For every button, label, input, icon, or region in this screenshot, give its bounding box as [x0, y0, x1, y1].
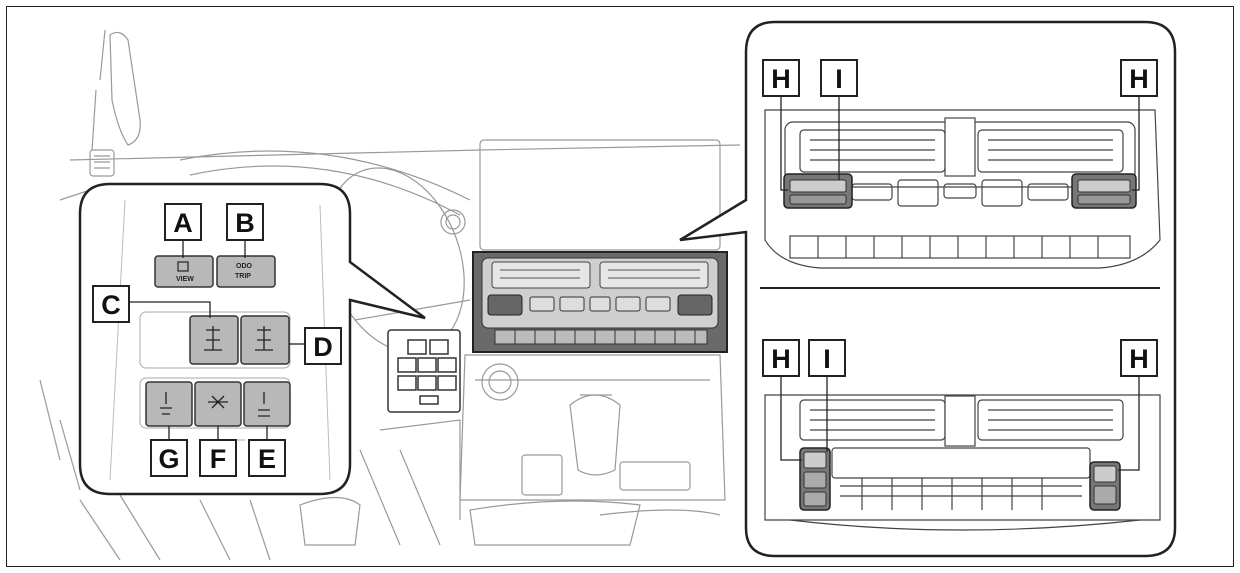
label-box-i-top — [820, 59, 858, 97]
label-box-c — [92, 285, 130, 323]
odo-trip-button[interactable] — [216, 255, 276, 288]
label-a: A — [173, 208, 193, 238]
label-box-b — [226, 203, 264, 241]
right-callout: H I H H I H — [679, 20, 1177, 558]
climate-panel-bottom — [764, 394, 1161, 531]
left-callout: VIEW ODO TRIP A B — [78, 182, 426, 496]
label-i-top: I — [835, 64, 843, 94]
button-g[interactable] — [145, 381, 193, 427]
label-h-top-left: H — [771, 64, 791, 94]
switch-cluster-small — [387, 329, 461, 413]
label-box-d — [304, 327, 342, 365]
center-climate-panel — [472, 251, 728, 353]
label-d: D — [313, 332, 333, 362]
label-box-h-bottom-left — [762, 339, 800, 377]
label-h-bottom-left: H — [771, 344, 791, 374]
label-box-f — [199, 439, 237, 477]
trip-label: TRIP — [235, 273, 251, 280]
label-box-h-bottom-right — [1120, 339, 1158, 377]
climate-panel-top — [764, 109, 1161, 269]
label-h-top-right: H — [1129, 64, 1149, 94]
label-box-g — [150, 439, 188, 477]
button-e[interactable] — [243, 381, 291, 427]
label-box-h-top-right — [1120, 59, 1158, 97]
label-box-e — [248, 439, 286, 477]
label-h-bottom-right: H — [1129, 344, 1149, 374]
button-f[interactable] — [194, 381, 242, 427]
label-b: B — [235, 208, 255, 238]
label-g: G — [158, 444, 179, 474]
label-e: E — [258, 444, 276, 474]
label-c: C — [101, 290, 121, 320]
label-f: F — [210, 444, 227, 474]
label-box-h-top-left — [762, 59, 800, 97]
odo-label: ODO — [236, 263, 253, 270]
label-box-i-bottom — [808, 339, 846, 377]
dashboard-background — [39, 29, 741, 561]
label-i-bottom: I — [823, 344, 831, 374]
leader-lines-left — [129, 240, 305, 440]
view-button-label: VIEW — [176, 276, 194, 283]
label-box-a — [164, 203, 202, 241]
leader-lines-right — [780, 96, 1140, 471]
